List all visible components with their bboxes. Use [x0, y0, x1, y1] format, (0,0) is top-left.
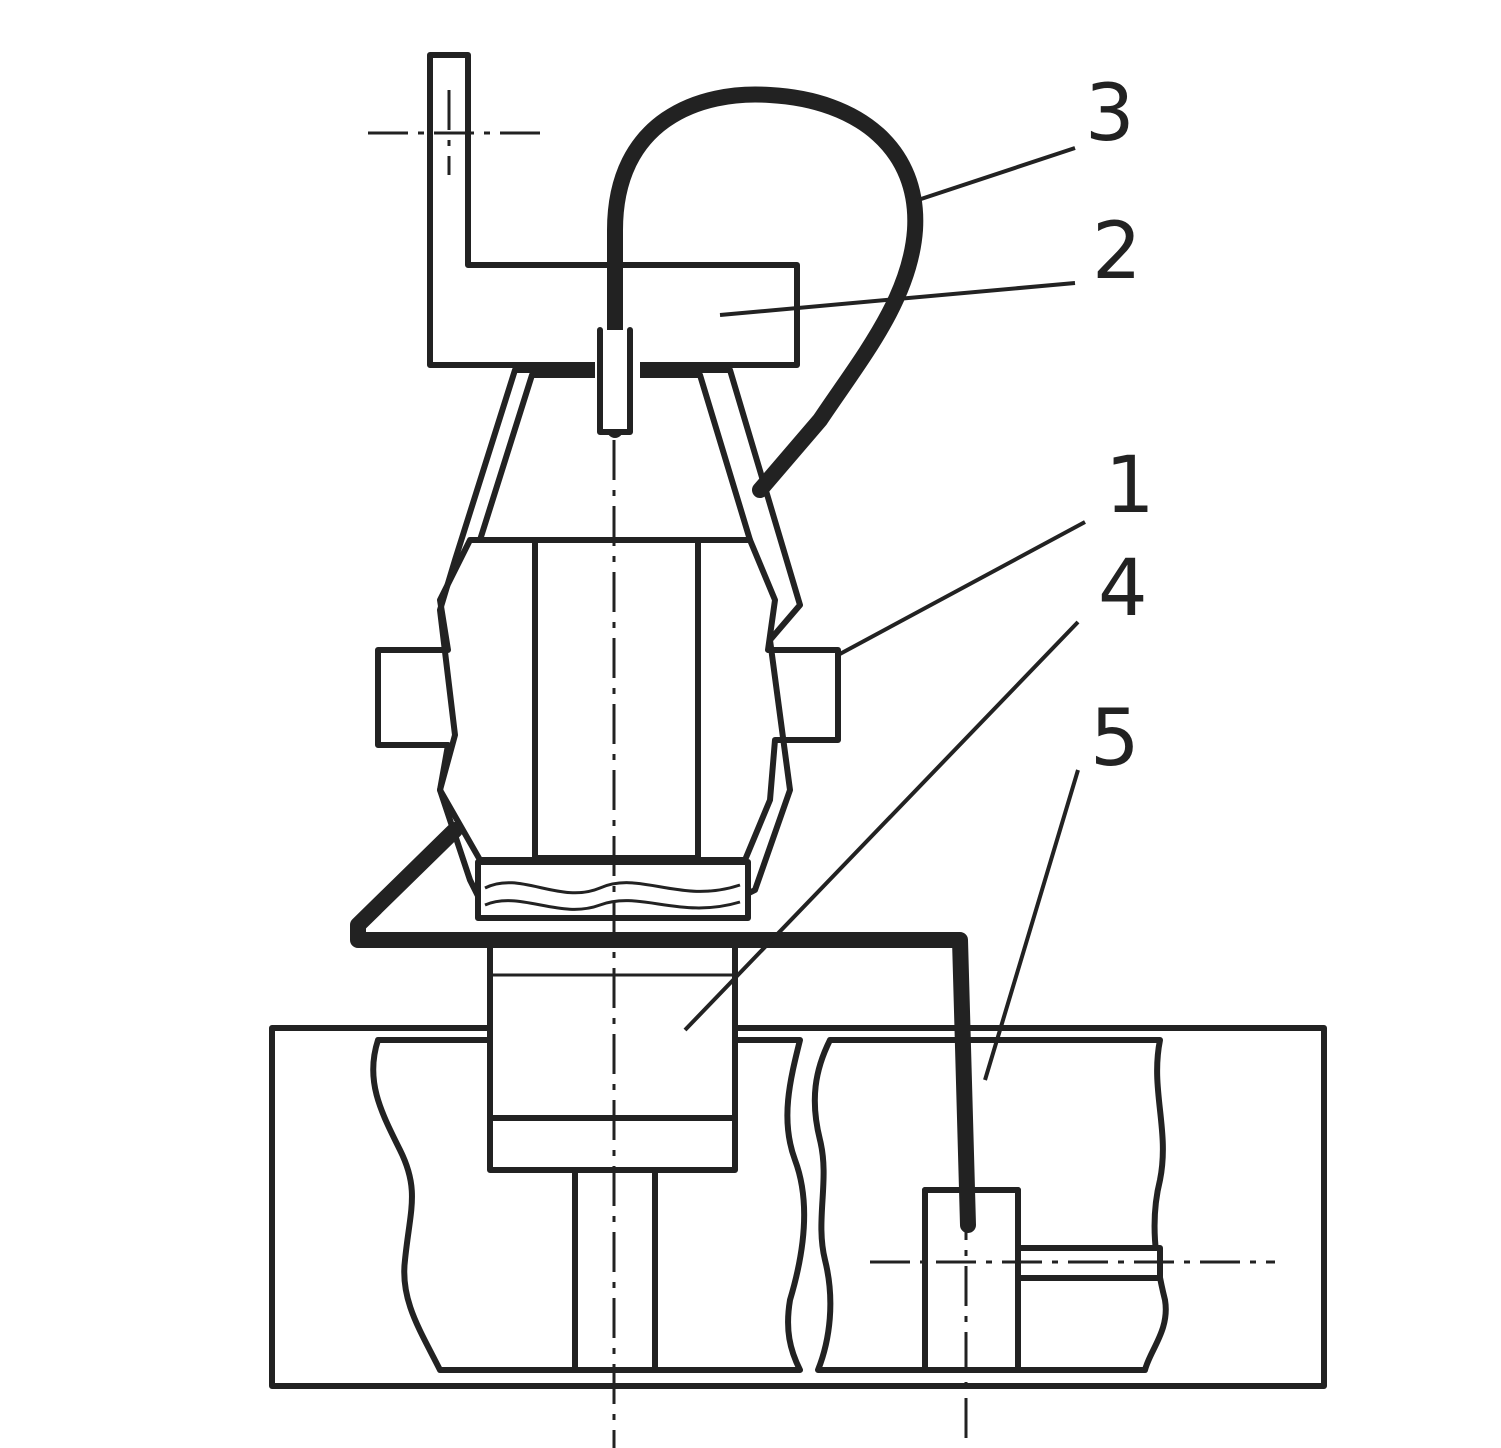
base-center-section	[652, 1037, 808, 1373]
leader-1	[837, 520, 1086, 657]
leader-5	[983, 769, 1080, 1081]
center-lines	[368, 90, 1275, 1448]
leader-2	[719, 281, 1076, 317]
part-3-cable	[595, 86, 924, 498]
base-left-section	[370, 1037, 578, 1373]
callout-5: 5	[1090, 694, 1140, 784]
part-5-lead	[350, 822, 976, 1233]
leader-3	[917, 146, 1076, 202]
center-bore	[532, 537, 701, 861]
leader-4	[683, 620, 1080, 1032]
callout-4: 4	[1098, 544, 1148, 634]
callout-labels: 3 2 1 4 5	[1085, 69, 1155, 784]
callout-2: 2	[1092, 207, 1142, 297]
callout-1: 1	[1105, 441, 1155, 531]
part-2-bracket	[427, 52, 800, 368]
leader-lines	[683, 146, 1086, 1081]
callout-3: 3	[1085, 69, 1135, 159]
base-block	[269, 1025, 1327, 1389]
